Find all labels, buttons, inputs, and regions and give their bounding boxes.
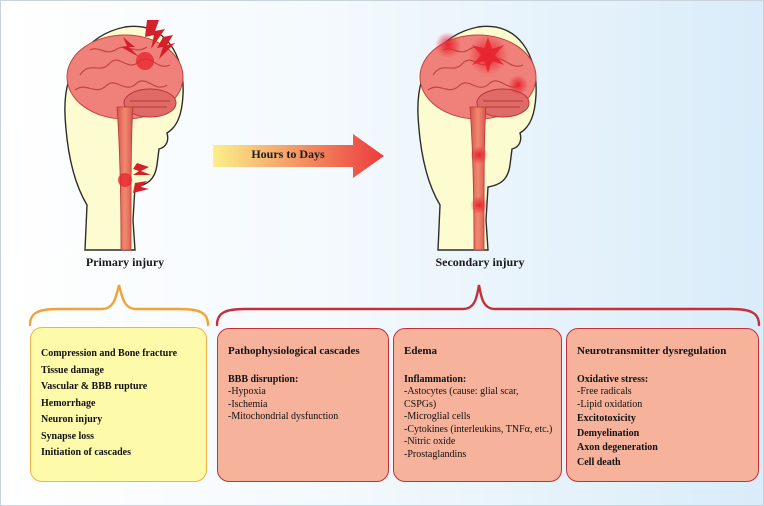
list-item: -Microglial cells	[404, 411, 471, 422]
box-subtitle: Oxidative stress:	[577, 373, 649, 385]
list-item: -Ischemia	[228, 398, 268, 410]
list-item: Tissue damage	[41, 364, 104, 376]
spine-injury-spot	[470, 146, 488, 164]
edema-box: Edema Inflammation: -Astocytes (cause: g…	[393, 328, 562, 482]
list-item: Vascular & BBB rupture	[41, 381, 148, 392]
list-item: Cell death	[577, 456, 621, 468]
brain-injury-spot	[435, 32, 461, 58]
neurotransmitter-dysregulation-box: Neurotransmitter dysregulation Oxidative…	[566, 328, 759, 482]
list-item: -Astocytes (cause: glial scar, CSPGs)	[404, 386, 519, 410]
list-item: Neuron injury	[41, 414, 103, 425]
list-item: -Prostaglandins	[404, 448, 467, 460]
lightning-icon	[121, 20, 175, 193]
spark-icon	[472, 37, 504, 73]
box-subtitle: Inflammation:	[404, 373, 467, 385]
primary-brace	[28, 284, 210, 327]
brain	[66, 34, 184, 120]
pathophysiological-cascades-box: Pathophysiological cascades BBB disrupti…	[217, 328, 389, 482]
primary-injury-caption: Primary injury	[85, 255, 165, 269]
list-item: -Mitochondrial dysfunction	[228, 411, 339, 422]
list-item: -Nitric oxide	[404, 436, 456, 447]
list-item: -Lipid oxidation	[577, 398, 643, 410]
primary-injury-box: Compression and Bone fracture Tissue dam…	[30, 327, 207, 482]
list-item: Hemorrhage	[41, 397, 96, 409]
time-arrow-label: Hours to Days	[251, 147, 325, 161]
spinal-cord	[469, 106, 487, 251]
spine-injury-spot	[118, 173, 132, 187]
spine-injury-spot	[470, 196, 488, 214]
box-title: Neurotransmitter dysregulation	[577, 345, 727, 357]
brain-injury-spot	[508, 75, 528, 95]
brain-injury-spot	[136, 52, 154, 70]
time-arrow: Hours to Days	[213, 134, 385, 178]
list-item: Axon degeneration	[577, 442, 658, 453]
list-item: Excitotoxicity	[577, 413, 636, 424]
list-item: -Hypoxia	[228, 386, 266, 397]
box-subtitle: BBB disruption:	[228, 373, 299, 385]
list-item: -Cytokines (interleukins, TNFα, etc.)	[404, 423, 553, 435]
arrow-shape	[213, 134, 384, 178]
list-item: Synapse loss	[41, 430, 95, 442]
secondary-injury-head-illustration	[417, 25, 537, 251]
list-item: Initiation of cascades	[41, 447, 131, 458]
primary-injury-head-illustration	[64, 20, 184, 251]
secondary-injury-caption: Secondary injury	[435, 255, 525, 269]
list-item: Compression and Bone fracture	[41, 348, 178, 359]
secondary-brace	[215, 284, 761, 327]
list-item: Demyelination	[577, 427, 640, 439]
box-title: Pathophysiological cascades	[228, 345, 360, 357]
list-item: -Free radicals	[577, 386, 632, 397]
box-title: Edema	[404, 345, 437, 357]
